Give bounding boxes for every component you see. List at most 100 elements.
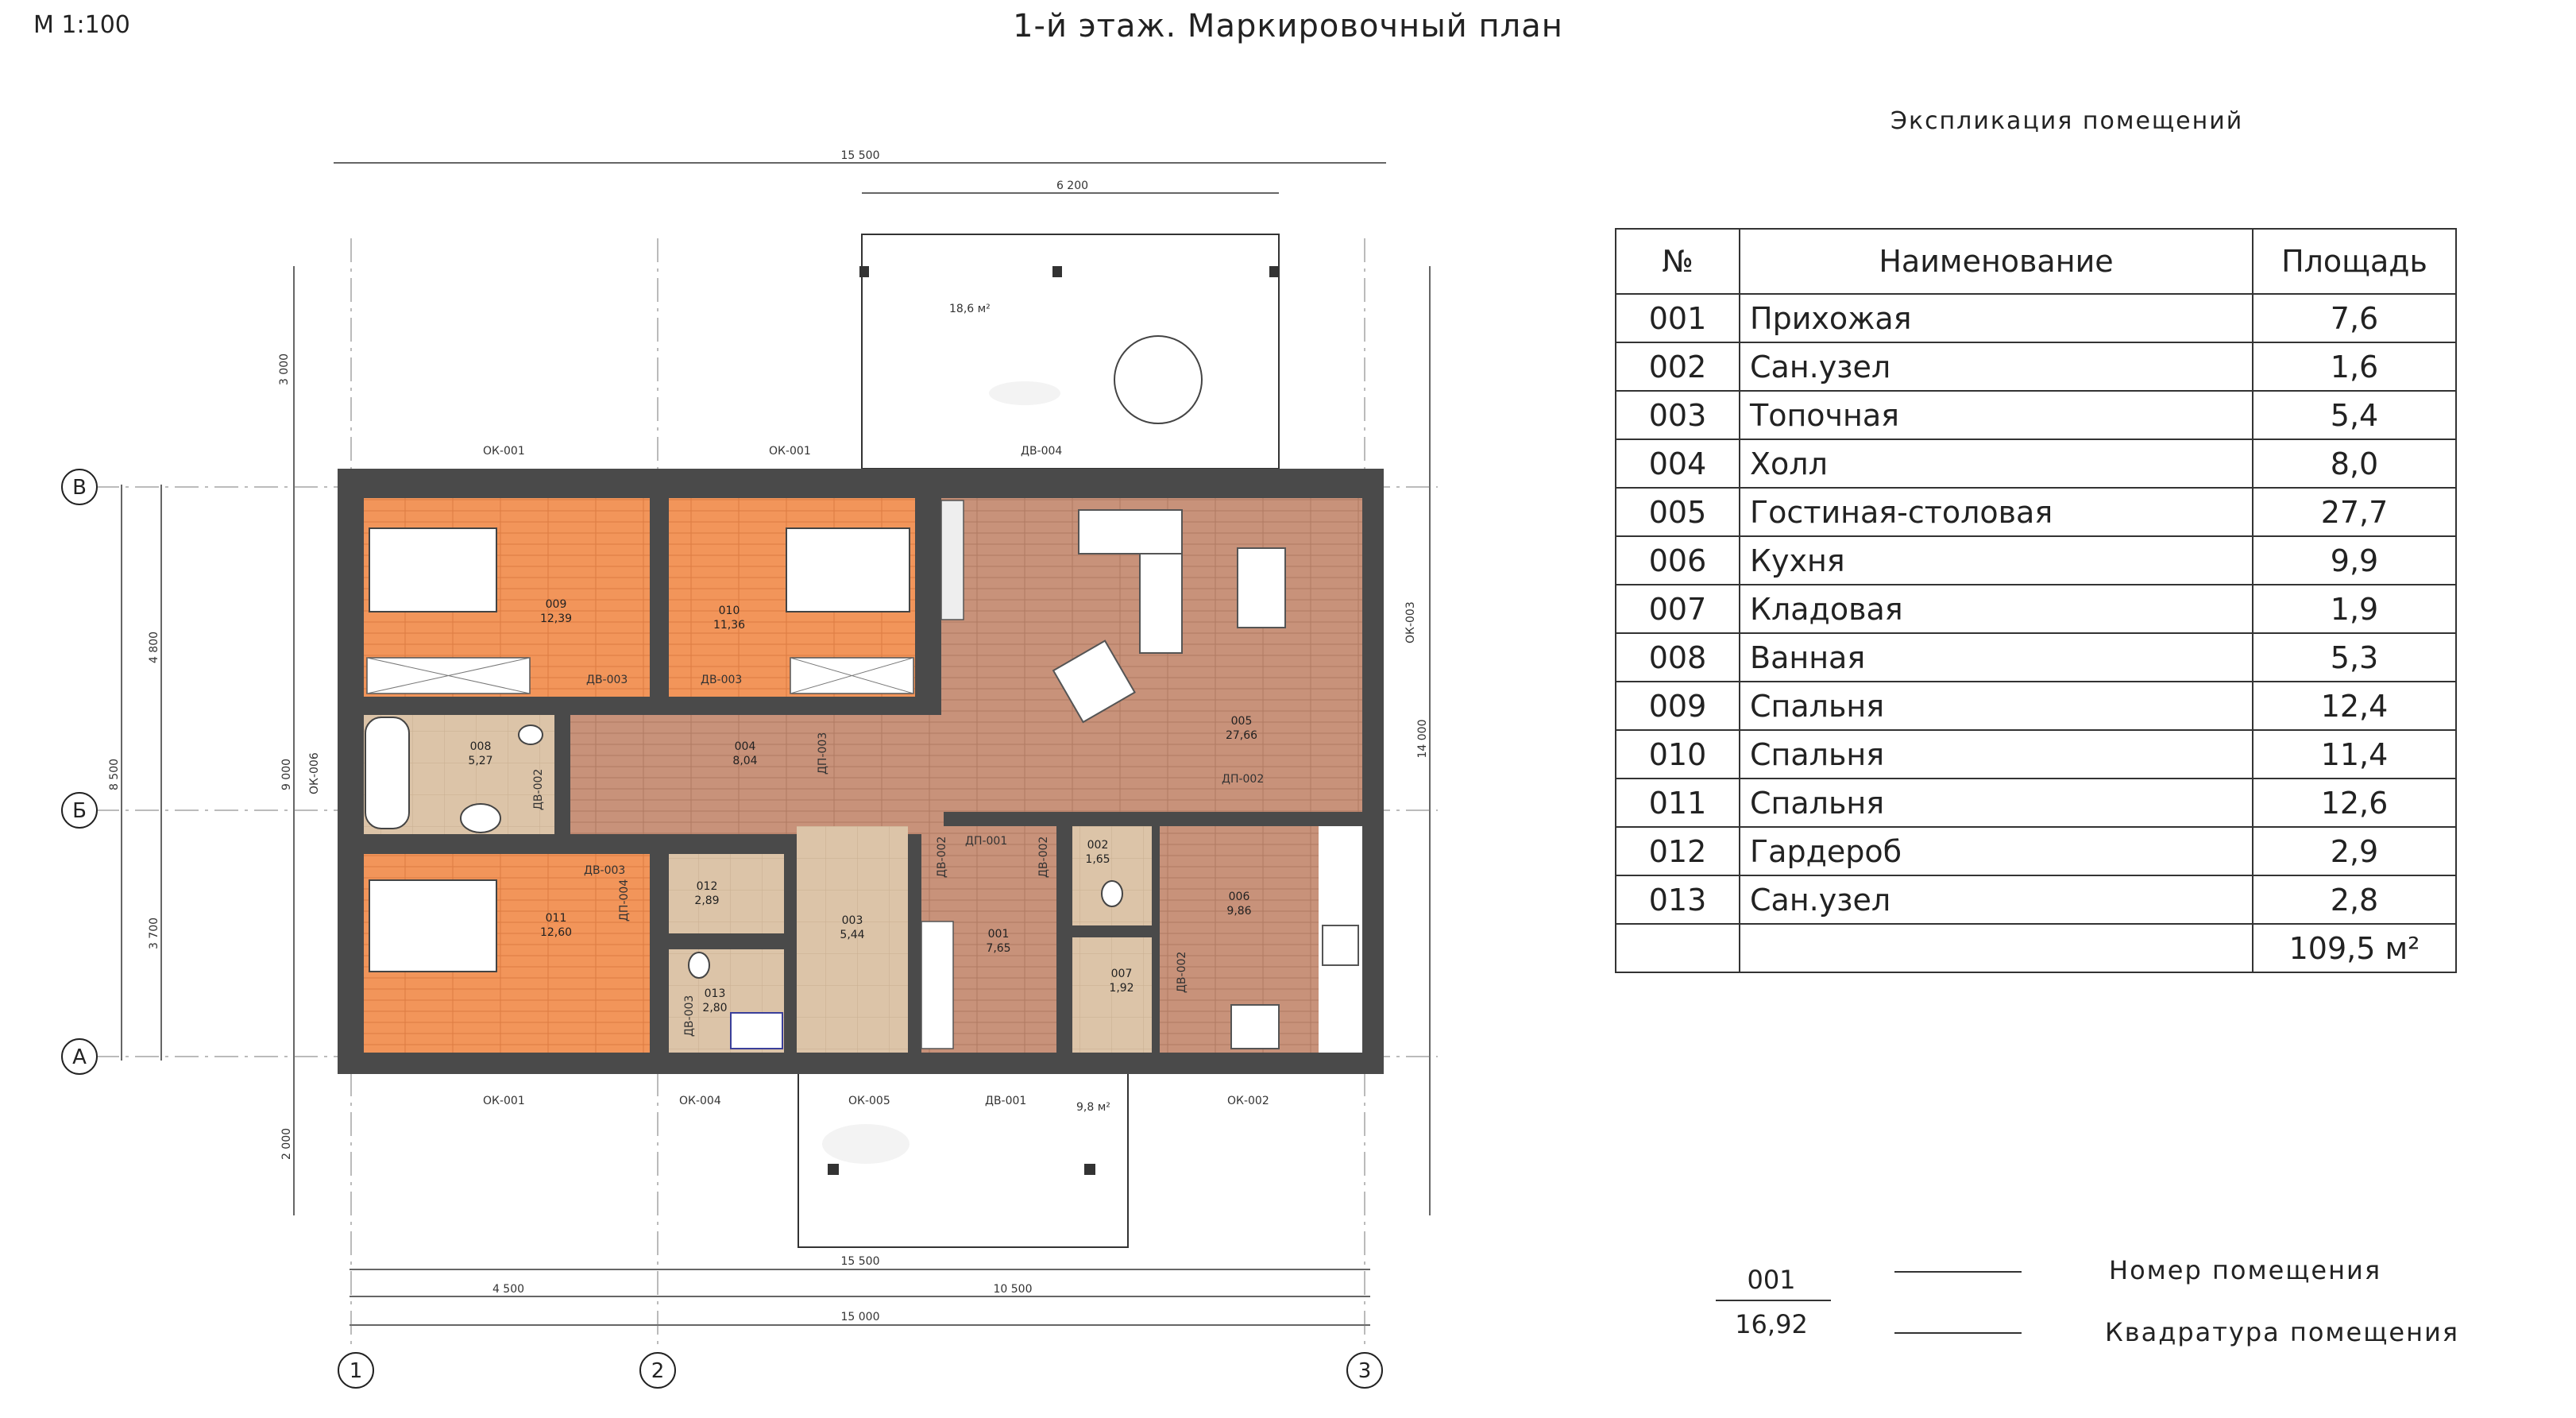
- legend-number-label: Номер помещения: [2109, 1255, 2382, 1285]
- svg-text:008: 008: [470, 740, 492, 753]
- room-name: Холл: [1739, 439, 2254, 489]
- room-area: 2,8: [2252, 875, 2457, 925]
- room-012: [669, 854, 784, 933]
- room-name: Спальня: [1739, 729, 2254, 779]
- door-dv002-d: ДВ-002: [1176, 952, 1188, 993]
- window-ok002: ОК-002: [1227, 1095, 1269, 1107]
- window-ok001-b: ОК-001: [769, 445, 811, 458]
- svg-text:001: 001: [988, 928, 1010, 941]
- room-area: 27,7: [2252, 487, 2457, 537]
- stove: [1230, 1004, 1280, 1049]
- dim-left-wall: 9 000: [280, 759, 293, 790]
- door-dp003: ДП-003: [817, 732, 829, 775]
- room-area: 12,6: [2252, 778, 2457, 828]
- bed-009: [369, 527, 497, 612]
- svg-text:013: 013: [705, 987, 726, 1000]
- bed-011: [369, 879, 497, 972]
- room-number: 005: [1615, 487, 1740, 537]
- door-dv003-a: ДВ-003: [586, 674, 628, 686]
- axis-label-b: Б: [72, 799, 87, 823]
- toilet-013: [688, 952, 710, 979]
- svg-text:2,80: 2,80: [702, 1002, 727, 1014]
- svg-text:12,60: 12,60: [540, 926, 572, 939]
- axis-bubble-a: [61, 1038, 98, 1075]
- floor-plan: 15 500 6 200 15 500 4 500 10 500 15 000 …: [61, 149, 1438, 1389]
- legend-number-sample: 001: [1747, 1265, 1796, 1295]
- svg-text:009: 009: [546, 598, 567, 611]
- dim-bottom-right: 10 500: [994, 1283, 1033, 1296]
- legend-area-sample: 16,92: [1735, 1309, 1808, 1339]
- svg-text:004: 004: [735, 740, 756, 753]
- room-number: 007: [1615, 584, 1740, 634]
- door-dv003-c: ДВ-003: [584, 864, 625, 877]
- room-name: Топочная: [1739, 390, 2254, 440]
- room-area: 1,6: [2252, 342, 2457, 392]
- sink-008: [460, 803, 501, 833]
- axis-label-a: А: [72, 1045, 87, 1069]
- door-dv002-c: ДВ-002: [1037, 837, 1050, 878]
- window-ok004: ОК-004: [679, 1095, 721, 1107]
- axis-bubble-3: [1346, 1352, 1383, 1389]
- room-name: Кухня: [1739, 535, 2254, 585]
- bed-010: [786, 527, 910, 612]
- axis-label-1: 1: [350, 1359, 363, 1383]
- room-area: 12,4: [2252, 681, 2457, 731]
- axis-bubble-1: [338, 1352, 374, 1389]
- terrace-area: 18,6 м²: [949, 303, 991, 315]
- room-name: Сан.узел: [1739, 875, 2254, 925]
- svg-text:27,66: 27,66: [1226, 729, 1257, 742]
- dim-right-total: 14 000: [1416, 720, 1429, 759]
- page-title: 1-й этаж. Маркировочный план: [1013, 8, 1563, 44]
- bathtub: [365, 717, 410, 829]
- dim-bottom-total: 15 500: [841, 1255, 880, 1268]
- dim-left-lower: 3 700: [148, 918, 160, 949]
- explication-total-row: 109,5 м²: [1615, 923, 2457, 973]
- svg-text:5,44: 5,44: [840, 929, 864, 941]
- door-dv001: ДВ-001: [985, 1095, 1026, 1107]
- svg-text:012: 012: [697, 880, 718, 893]
- svg-text:007: 007: [1111, 968, 1133, 980]
- svg-text:011: 011: [546, 912, 567, 925]
- room-name: Гостиная-столовая: [1739, 487, 2254, 537]
- room-name: Прихожая: [1739, 293, 2254, 343]
- room-name: Кладовая: [1739, 584, 2254, 634]
- room-number: 011: [1615, 778, 1740, 828]
- door-dv004: ДВ-004: [1021, 445, 1062, 458]
- window-ok003: ОК-003: [1404, 601, 1417, 643]
- dim-terrace-depth: 3 000: [278, 354, 291, 385]
- legend-line-number: [1894, 1271, 2022, 1273]
- room-number: 009: [1615, 681, 1740, 731]
- axis-bubble-v: [61, 469, 98, 505]
- dimensions: [121, 162, 1431, 1326]
- dim-bottom-axis: 15 000: [841, 1311, 880, 1323]
- svg-text:8,04: 8,04: [732, 755, 757, 767]
- legend-divider: [1716, 1300, 1831, 1301]
- axis-bubble-b: [61, 792, 98, 829]
- room-number: 008: [1615, 632, 1740, 682]
- dim-top-total: 15 500: [841, 149, 880, 162]
- svg-text:12,39: 12,39: [540, 612, 572, 625]
- door-dv002-b: ДВ-002: [936, 837, 948, 878]
- terrace-table: [1114, 335, 1203, 424]
- room-area: 2,9: [2252, 826, 2457, 876]
- sofa: [1078, 509, 1183, 554]
- dim-porch-depth: 2 000: [280, 1128, 293, 1160]
- porch-area: 9,8 м²: [1076, 1101, 1110, 1114]
